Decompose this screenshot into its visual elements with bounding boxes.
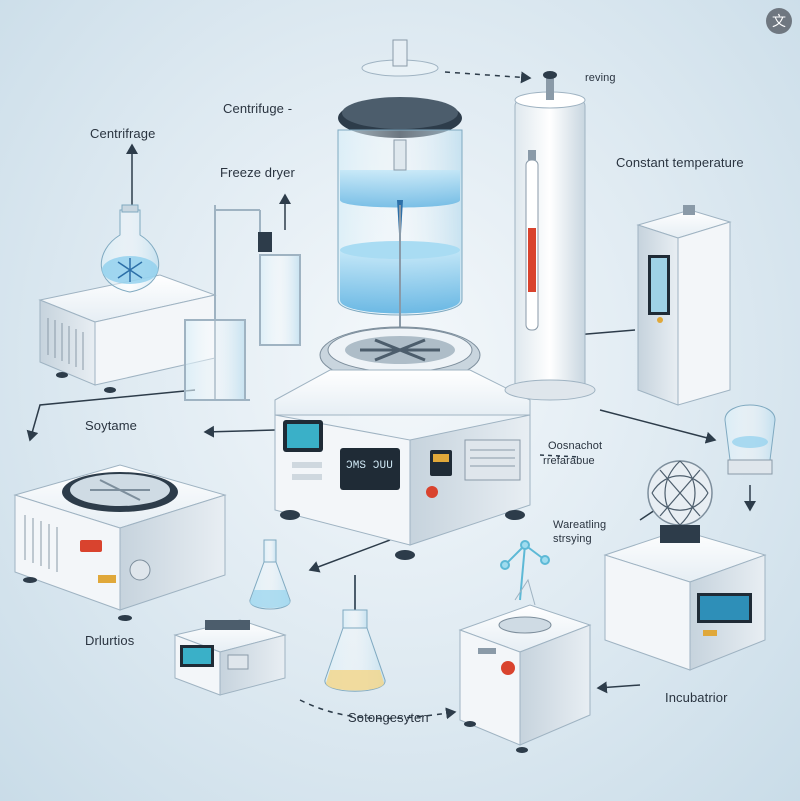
central-glass-tank <box>337 39 463 340</box>
stirring-unit <box>458 540 592 753</box>
arrow-to-incubator-top <box>599 409 717 444</box>
label-freeze-dryer: Freeze dryer <box>220 165 295 180</box>
label-centrifuge-top: Centrifuge - <box>223 101 293 116</box>
central-centrifuge-base <box>274 326 531 560</box>
system-centrifuge-bottom-left <box>13 464 227 621</box>
arrow-to-dilutions <box>308 539 391 573</box>
label-dilutions: Drlurtios <box>85 633 135 648</box>
label-system: Soytame <box>85 418 138 433</box>
label-incubator: Incubatrior <box>665 690 728 705</box>
label-reviving: reving <box>585 72 616 84</box>
label-strayng: strsying <box>553 533 592 545</box>
label-refrigerator-note: rrefarabue <box>543 455 595 467</box>
arrow-incubator-bottom <box>596 681 641 694</box>
arrow-left-loop <box>26 389 196 442</box>
translate-icon[interactable]: 文 <box>766 8 792 34</box>
constant-temperature-cabinet <box>636 205 732 406</box>
label-centrifuge-left: Centrifrage <box>90 126 156 141</box>
arrow-mid-dashed <box>539 454 581 458</box>
label-water-sterilizing: Wareatling <box>553 519 607 531</box>
label-oxygen-shaker: Oosnachot <box>548 440 603 452</box>
arrow-top-dashed <box>444 71 532 84</box>
glass-vessel-right <box>724 404 776 475</box>
flask-large <box>324 575 386 692</box>
lcd-main-readout: ƆMS ƆUU <box>346 460 393 472</box>
tall-column-unit <box>504 71 596 401</box>
flask-small <box>249 539 291 610</box>
arrow-to-system <box>203 425 276 438</box>
incubator-right <box>603 460 767 671</box>
freeze-dryer-stand <box>184 205 301 401</box>
label-constant-temperature: Constant temperature <box>616 155 744 170</box>
digital-meter-bottom <box>173 619 287 696</box>
label-stirring-system: Sotongesyten <box>348 710 429 725</box>
